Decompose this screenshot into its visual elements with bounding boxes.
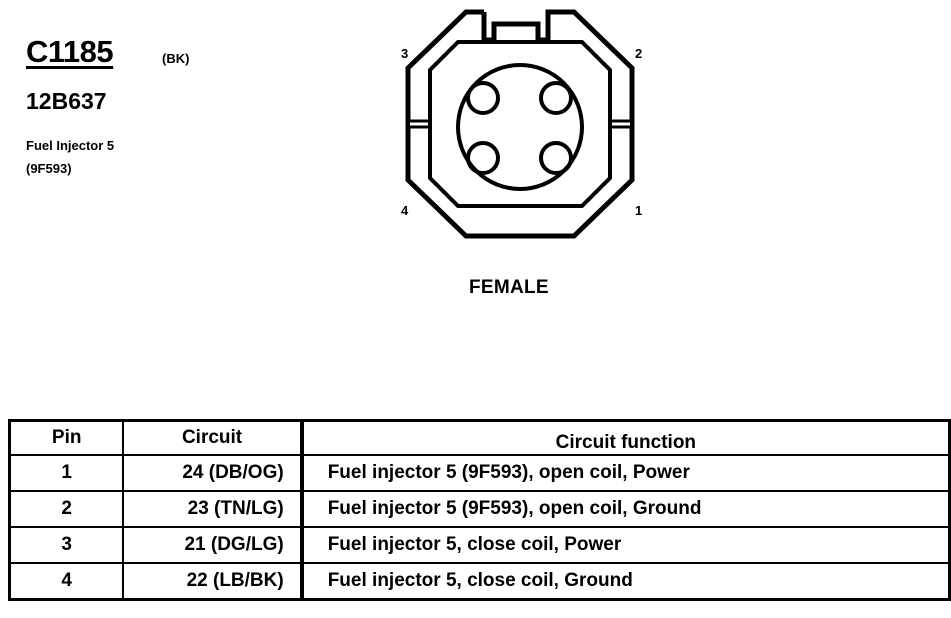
circuit-cell: 22 (LB/BK) xyxy=(122,562,304,601)
connector-face-diagram: 3 2 4 1 xyxy=(401,9,642,239)
pin-cell: 1 xyxy=(8,454,125,492)
pin-label-3: 3 xyxy=(401,46,408,61)
connector-face-circle xyxy=(456,63,584,191)
function-cell: Fuel injector 5 (9F593), open coil, Powe… xyxy=(300,454,951,492)
connector-inner-housing xyxy=(428,40,612,208)
pin-socket-4 xyxy=(466,141,500,175)
connector-color: (BK) xyxy=(162,51,190,66)
pin-label-4: 4 xyxy=(401,203,409,218)
pin-label-2: 2 xyxy=(635,46,642,61)
circuit-cell: 23 (TN/LG) xyxy=(122,490,304,528)
table-row: 3 21 (DG/LG) Fuel injector 5, close coil… xyxy=(8,526,951,564)
table-row: 4 22 (LB/BK) Fuel injector 5, close coil… xyxy=(8,562,951,601)
pinout-table: Pin Circuit Circuit function 1 24 (DB/OG… xyxy=(8,419,951,601)
column-header-circuit: Circuit xyxy=(122,419,304,456)
connector-description: Fuel Injector 5 xyxy=(26,138,115,153)
pin-cell: 2 xyxy=(8,490,125,528)
function-cell: Fuel injector 5, close coil, Ground xyxy=(300,562,951,601)
connector-code: C1185 xyxy=(26,34,114,69)
table-header-row: Pin Circuit Circuit function xyxy=(8,419,951,456)
connector-latch xyxy=(481,9,556,43)
column-header-pin: Pin xyxy=(8,419,125,456)
part-number: 12B637 xyxy=(26,88,107,114)
pin-socket-3 xyxy=(466,81,500,115)
connector-description-code: (9F593) xyxy=(26,161,72,176)
circuit-cell: 21 (DG/LG) xyxy=(122,526,304,564)
function-cell: Fuel injector 5 (9F593), open coil, Grou… xyxy=(300,490,951,528)
connector-gender: FEMALE xyxy=(469,277,549,298)
table-row: 2 23 (TN/LG) Fuel injector 5 (9F593), op… xyxy=(8,490,951,528)
function-cell: Fuel injector 5, close coil, Power xyxy=(300,526,951,564)
pin-cell: 4 xyxy=(8,562,125,601)
column-header-function: Circuit function xyxy=(300,419,951,456)
table-row: 1 24 (DB/OG) Fuel injector 5 (9F593), op… xyxy=(8,454,951,492)
pin-socket-1 xyxy=(539,141,573,175)
pin-socket-2 xyxy=(539,81,573,115)
pin-cell: 3 xyxy=(8,526,125,564)
circuit-cell: 24 (DB/OG) xyxy=(122,454,304,492)
pin-label-1: 1 xyxy=(635,203,642,218)
connector-outer-housing xyxy=(405,9,635,239)
